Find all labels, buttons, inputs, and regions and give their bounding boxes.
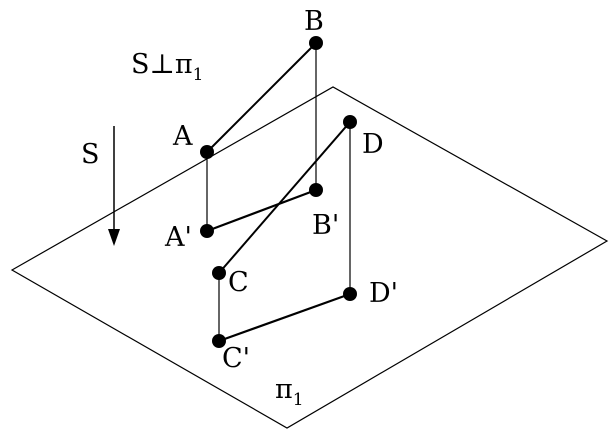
condition-subscript: 1 xyxy=(193,65,204,85)
label-a-prime: A' xyxy=(164,222,192,253)
label-c: C xyxy=(228,267,249,298)
condition-main: S⊥π xyxy=(131,49,193,80)
point-d xyxy=(343,115,357,129)
point-b-prime xyxy=(309,183,323,197)
plane-label: π1 xyxy=(275,374,304,410)
direction-arrow-head xyxy=(108,229,120,246)
point-b xyxy=(309,36,323,50)
label-direction-s: S xyxy=(81,139,100,170)
label-d-prime: D' xyxy=(369,278,398,309)
label-a: A xyxy=(172,121,193,152)
segment-ab xyxy=(206,42,317,153)
label-b: B xyxy=(304,6,324,37)
segment-cd xyxy=(218,121,351,274)
plane-label-subscript: 1 xyxy=(293,390,304,410)
plane-label-main: π xyxy=(275,374,293,405)
label-c-prime: C' xyxy=(222,343,250,374)
label-d: D xyxy=(362,129,384,160)
point-c-prime xyxy=(212,334,226,348)
condition-label: S⊥π1 xyxy=(131,49,203,85)
segment-c-prime-d-prime xyxy=(218,292,351,343)
point-a xyxy=(200,145,214,159)
label-b-prime: B' xyxy=(312,210,339,241)
segment-a-prime-b-prime xyxy=(206,188,317,233)
point-a-prime xyxy=(200,224,214,238)
point-d-prime xyxy=(343,287,357,301)
point-c xyxy=(212,266,226,280)
plane-pi1 xyxy=(10,86,609,429)
